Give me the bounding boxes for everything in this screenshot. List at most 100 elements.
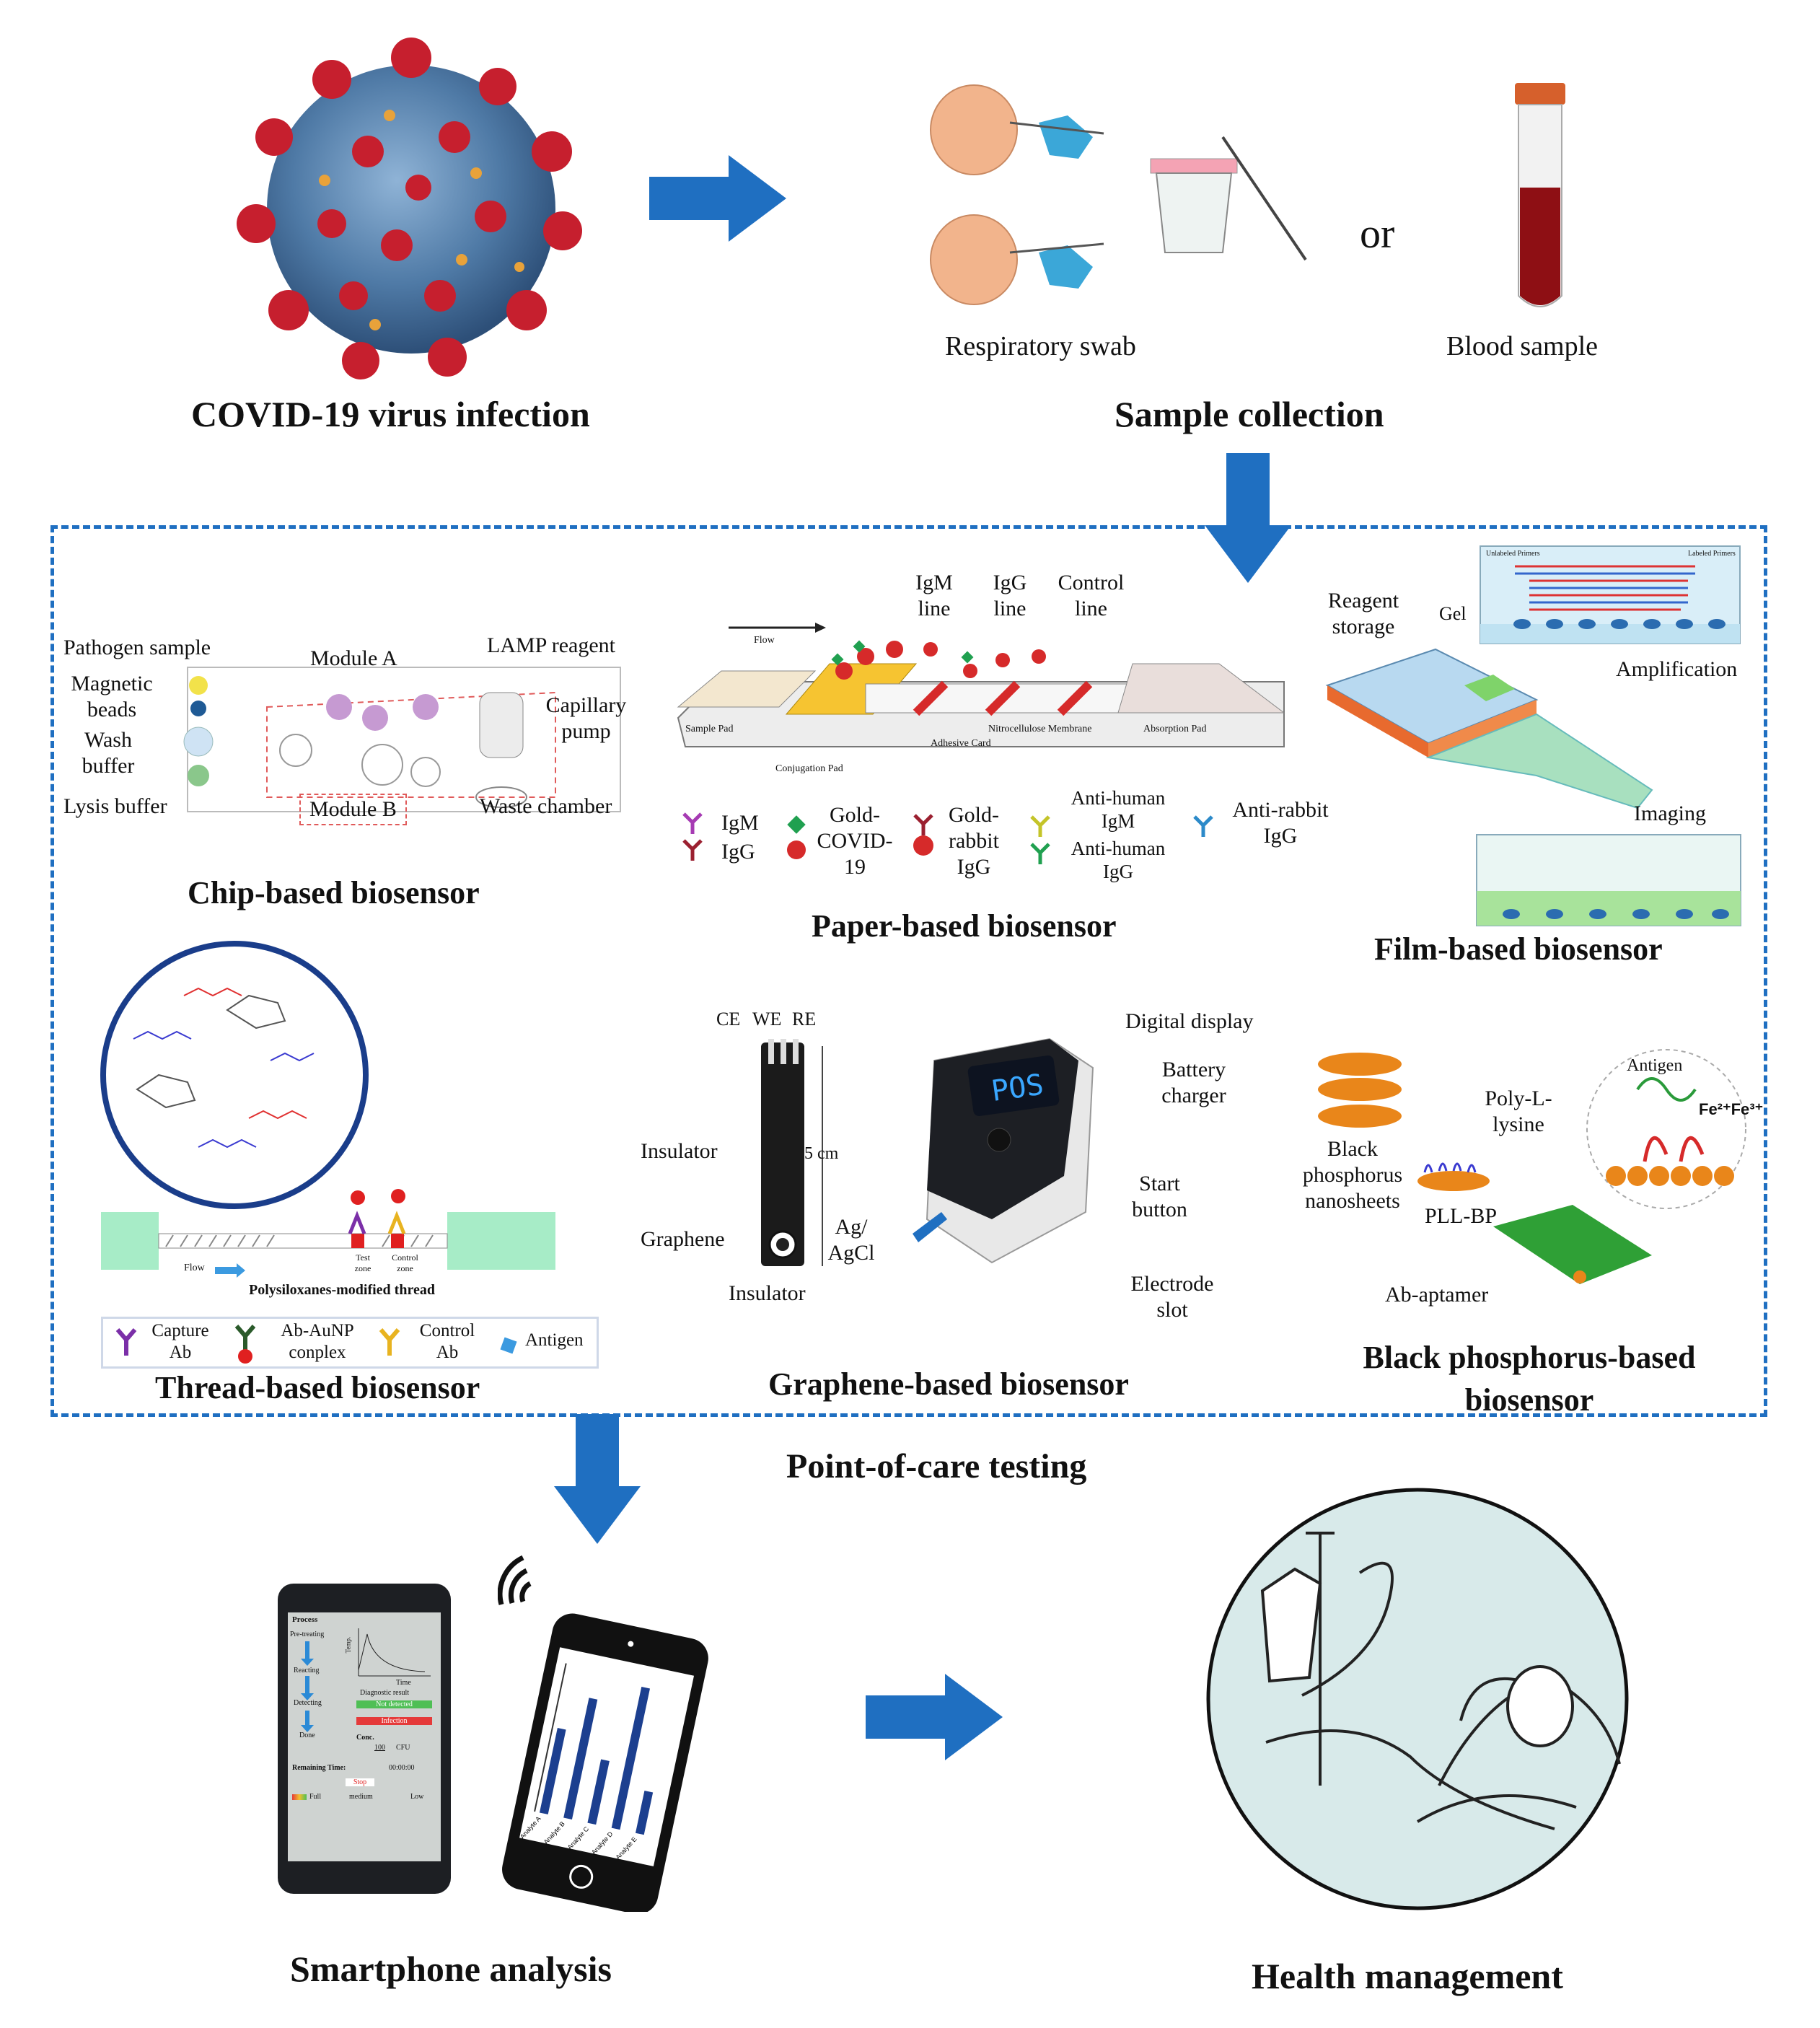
bp-poly-l-lysine: Poly-L-lysine bbox=[1485, 1087, 1552, 1136]
film-imaging: Imaging bbox=[1634, 802, 1706, 825]
paper-legend-icons bbox=[678, 808, 1342, 873]
blood-sample-label: Blood sample bbox=[1446, 331, 1599, 361]
bp-antigen: Antigen bbox=[1627, 1056, 1683, 1075]
chip-magnetic-beads: Magnetic beads bbox=[71, 672, 153, 721]
graphene-title: Graphene-based biosensor bbox=[768, 1366, 1129, 1402]
smartphone-title: Smartphone analysis bbox=[290, 1949, 612, 1989]
paper-sample-pad: Sample Pad bbox=[685, 724, 734, 734]
chip-capillary-pump: Capillary pump bbox=[545, 693, 627, 743]
graphene-length: 5 cm bbox=[804, 1144, 839, 1163]
paper-legend-gold-rabbit: Gold-rabbit IgG bbox=[949, 803, 999, 879]
thread-legend-control: Control Ab bbox=[419, 1321, 475, 1362]
paper-igg-line: IgG line bbox=[993, 571, 1027, 620]
phone-app: Process Pre-treating Reacting Detecting … bbox=[278, 1584, 451, 1894]
thread-legend-capture: Capture Ab bbox=[151, 1321, 209, 1362]
graphene-insulator-top: Insulator bbox=[641, 1139, 718, 1163]
graphene-re: RE bbox=[792, 1009, 817, 1030]
phone-chart-y-axis bbox=[534, 1663, 567, 1812]
virus-illustration bbox=[224, 29, 599, 390]
app-not-detected: Not detected bbox=[356, 1700, 432, 1708]
app-remaining-time: Remaining Time: bbox=[292, 1764, 346, 1772]
thread-legend-box bbox=[101, 1317, 599, 1369]
sample-collection-title: Sample collection bbox=[1115, 394, 1384, 434]
phone-chart-bar bbox=[539, 1728, 566, 1814]
graphene-ce: CE bbox=[716, 1009, 741, 1030]
paper-strip bbox=[671, 620, 1291, 772]
thread-flow: Flow bbox=[184, 1263, 205, 1273]
bp-ab-aptamer: Ab-aptamer bbox=[1385, 1283, 1489, 1307]
phone-chart-bar bbox=[563, 1698, 598, 1820]
paper-control-line: Control line bbox=[1058, 571, 1125, 620]
graphene-ag-agcl: Ag/ AgCl bbox=[827, 1215, 875, 1265]
app-detecting: Detecting bbox=[294, 1699, 322, 1707]
film-amplification-panel bbox=[1479, 545, 1742, 646]
phone-chart-bar bbox=[635, 1791, 654, 1835]
thread-title: Thread-based biosensor bbox=[155, 1370, 480, 1405]
app-conc-value: 100 bbox=[374, 1744, 385, 1752]
thread-test-zone: Test zone bbox=[354, 1252, 372, 1273]
bp-nanosheets bbox=[1313, 1050, 1407, 1136]
graphene-digital-display: Digital display bbox=[1125, 1009, 1254, 1033]
app-pretreating: Pre-treating bbox=[290, 1630, 325, 1638]
film-gel: Gel bbox=[1439, 603, 1467, 624]
bp-pll-bp bbox=[1414, 1151, 1493, 1194]
chip-lamp-reagent: LAMP reagent bbox=[487, 633, 616, 657]
paper-flow: Flow bbox=[754, 635, 775, 646]
bp-chip bbox=[1486, 1198, 1659, 1299]
app-low: Low bbox=[410, 1793, 424, 1801]
app-temp: Temp. bbox=[344, 1636, 352, 1654]
virus-title: COVID-19 virus infection bbox=[191, 394, 590, 434]
thread-caption: Polysiloxanes-modified thread bbox=[249, 1282, 435, 1298]
app-level-bar bbox=[292, 1794, 307, 1800]
chip-waste-chamber: Waste chamber bbox=[480, 794, 612, 818]
film-chip bbox=[1320, 635, 1659, 822]
film-title: Film-based biosensor bbox=[1374, 931, 1663, 967]
app-conc: Conc. bbox=[356, 1734, 374, 1742]
paper-legend-anti-igg: Anti-human IgG bbox=[1071, 838, 1166, 883]
poc-title: Point-of-care testing bbox=[786, 1447, 1087, 1485]
app-stop-button[interactable]: Stop bbox=[346, 1778, 374, 1786]
paper-absorption-pad: Absorption Pad bbox=[1143, 724, 1207, 734]
chip-pathogen-sample: Pathogen sample bbox=[63, 636, 211, 659]
thread-legend-antigen: Antigen bbox=[525, 1330, 584, 1350]
chip-module-a: Module A bbox=[310, 646, 397, 670]
arrow-down-poc bbox=[554, 1414, 641, 1544]
app-remaining-value: 00:00:00 bbox=[389, 1764, 415, 1772]
paper-conjugation-pad: Conjugation Pad bbox=[775, 763, 843, 774]
respiratory-swab-label: Respiratory swab bbox=[945, 331, 1136, 361]
paper-legend-igm: IgM bbox=[721, 811, 759, 835]
app-process-arrows bbox=[301, 1641, 315, 1735]
blood-tube bbox=[1500, 79, 1580, 317]
bp-zoom-circle bbox=[1573, 1046, 1760, 1219]
paper-adhesive-card: Adhesive Card bbox=[931, 738, 991, 749]
swab-illustration bbox=[916, 79, 1133, 325]
phone-app-screen: Process Pre-treating Reacting Detecting … bbox=[288, 1612, 441, 1861]
graphene-graphene: Graphene bbox=[641, 1227, 725, 1251]
or-label: or bbox=[1360, 210, 1395, 257]
app-diagnostic-result: Diagnostic result bbox=[360, 1689, 410, 1697]
chip-module-b: Module B bbox=[299, 794, 407, 825]
bp-title: Black phosphorus-based biosensor bbox=[1363, 1340, 1696, 1418]
paper-title: Paper-based biosensor bbox=[812, 908, 1117, 944]
paper-legend-igg: IgG bbox=[721, 840, 755, 864]
film-unlabeled-primers: Unlabeled Primers bbox=[1486, 550, 1540, 558]
app-process: Process bbox=[292, 1615, 318, 1624]
film-labeled-primers: Labeled Primers bbox=[1688, 550, 1736, 558]
app-medium: medium bbox=[349, 1793, 373, 1801]
graphene-start-button: Start button bbox=[1132, 1172, 1187, 1221]
app-infection: Infection bbox=[356, 1717, 432, 1725]
app-time: Time bbox=[396, 1679, 411, 1687]
bp-pll-bp-label: PLL-BP bbox=[1425, 1204, 1498, 1228]
app-temp-graph bbox=[353, 1627, 432, 1681]
paper-igm-line: IgM line bbox=[915, 571, 953, 620]
phone-chart-bar bbox=[587, 1759, 610, 1825]
bp-fe: Fe²⁺Fe³⁺ bbox=[1699, 1100, 1764, 1118]
bp-nanosheets-label: Black phosphorus nanosheets bbox=[1302, 1137, 1403, 1213]
paper-nitrocellulose: Nitrocellulose Membrane bbox=[988, 724, 1092, 734]
paper-legend-anti-rabbit: Anti-rabbit IgG bbox=[1232, 798, 1329, 848]
phone-chart-bar bbox=[611, 1687, 651, 1830]
graphene-electrode bbox=[743, 1035, 837, 1281]
graphene-electrode-slot: Electrode slot bbox=[1130, 1272, 1214, 1322]
chip-wash-buffer: Wash buffer bbox=[82, 728, 135, 778]
thread-legend-aunp: Ab-AuNP conplex bbox=[281, 1321, 354, 1362]
